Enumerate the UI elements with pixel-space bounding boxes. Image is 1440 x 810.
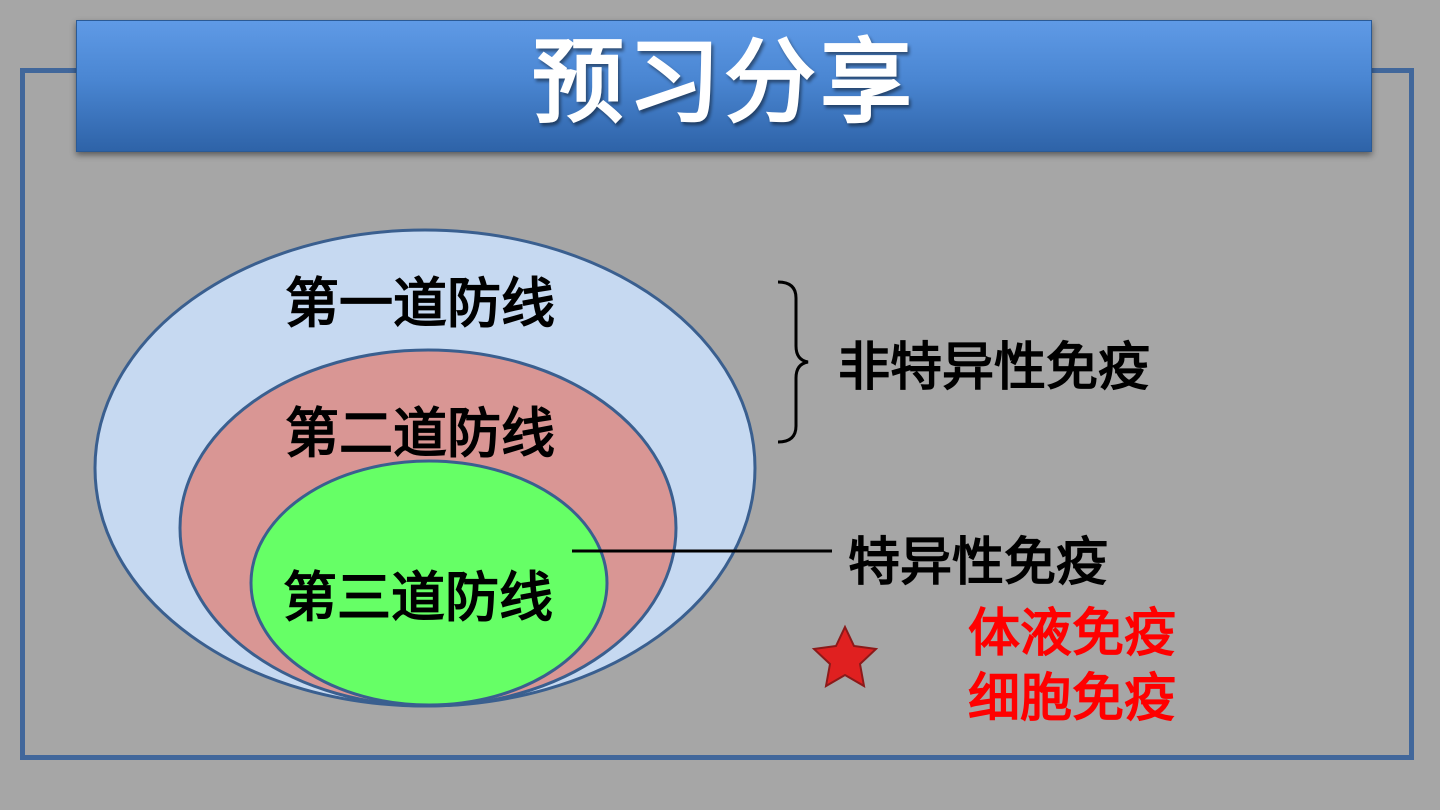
third-line-label: 第三道防线 [283, 565, 553, 629]
right-brace-icon [777, 280, 809, 444]
slide-title: 预习分享 [531, 29, 916, 136]
title-bar: 预习分享 [76, 20, 1372, 152]
nonspecific-immunity-label: 非特异性免疫 [838, 337, 1150, 398]
third-line-ellipse [249, 459, 609, 707]
specific-immunity-label: 特异性免疫 [848, 532, 1108, 593]
humoral-immunity-label: 体液免疫 [968, 603, 1176, 664]
second-line-label: 第二道防线 [285, 401, 555, 465]
cellular-immunity-label: 细胞免疫 [968, 668, 1176, 729]
star-icon [811, 624, 879, 688]
first-line-label: 第一道防线 [285, 271, 555, 335]
